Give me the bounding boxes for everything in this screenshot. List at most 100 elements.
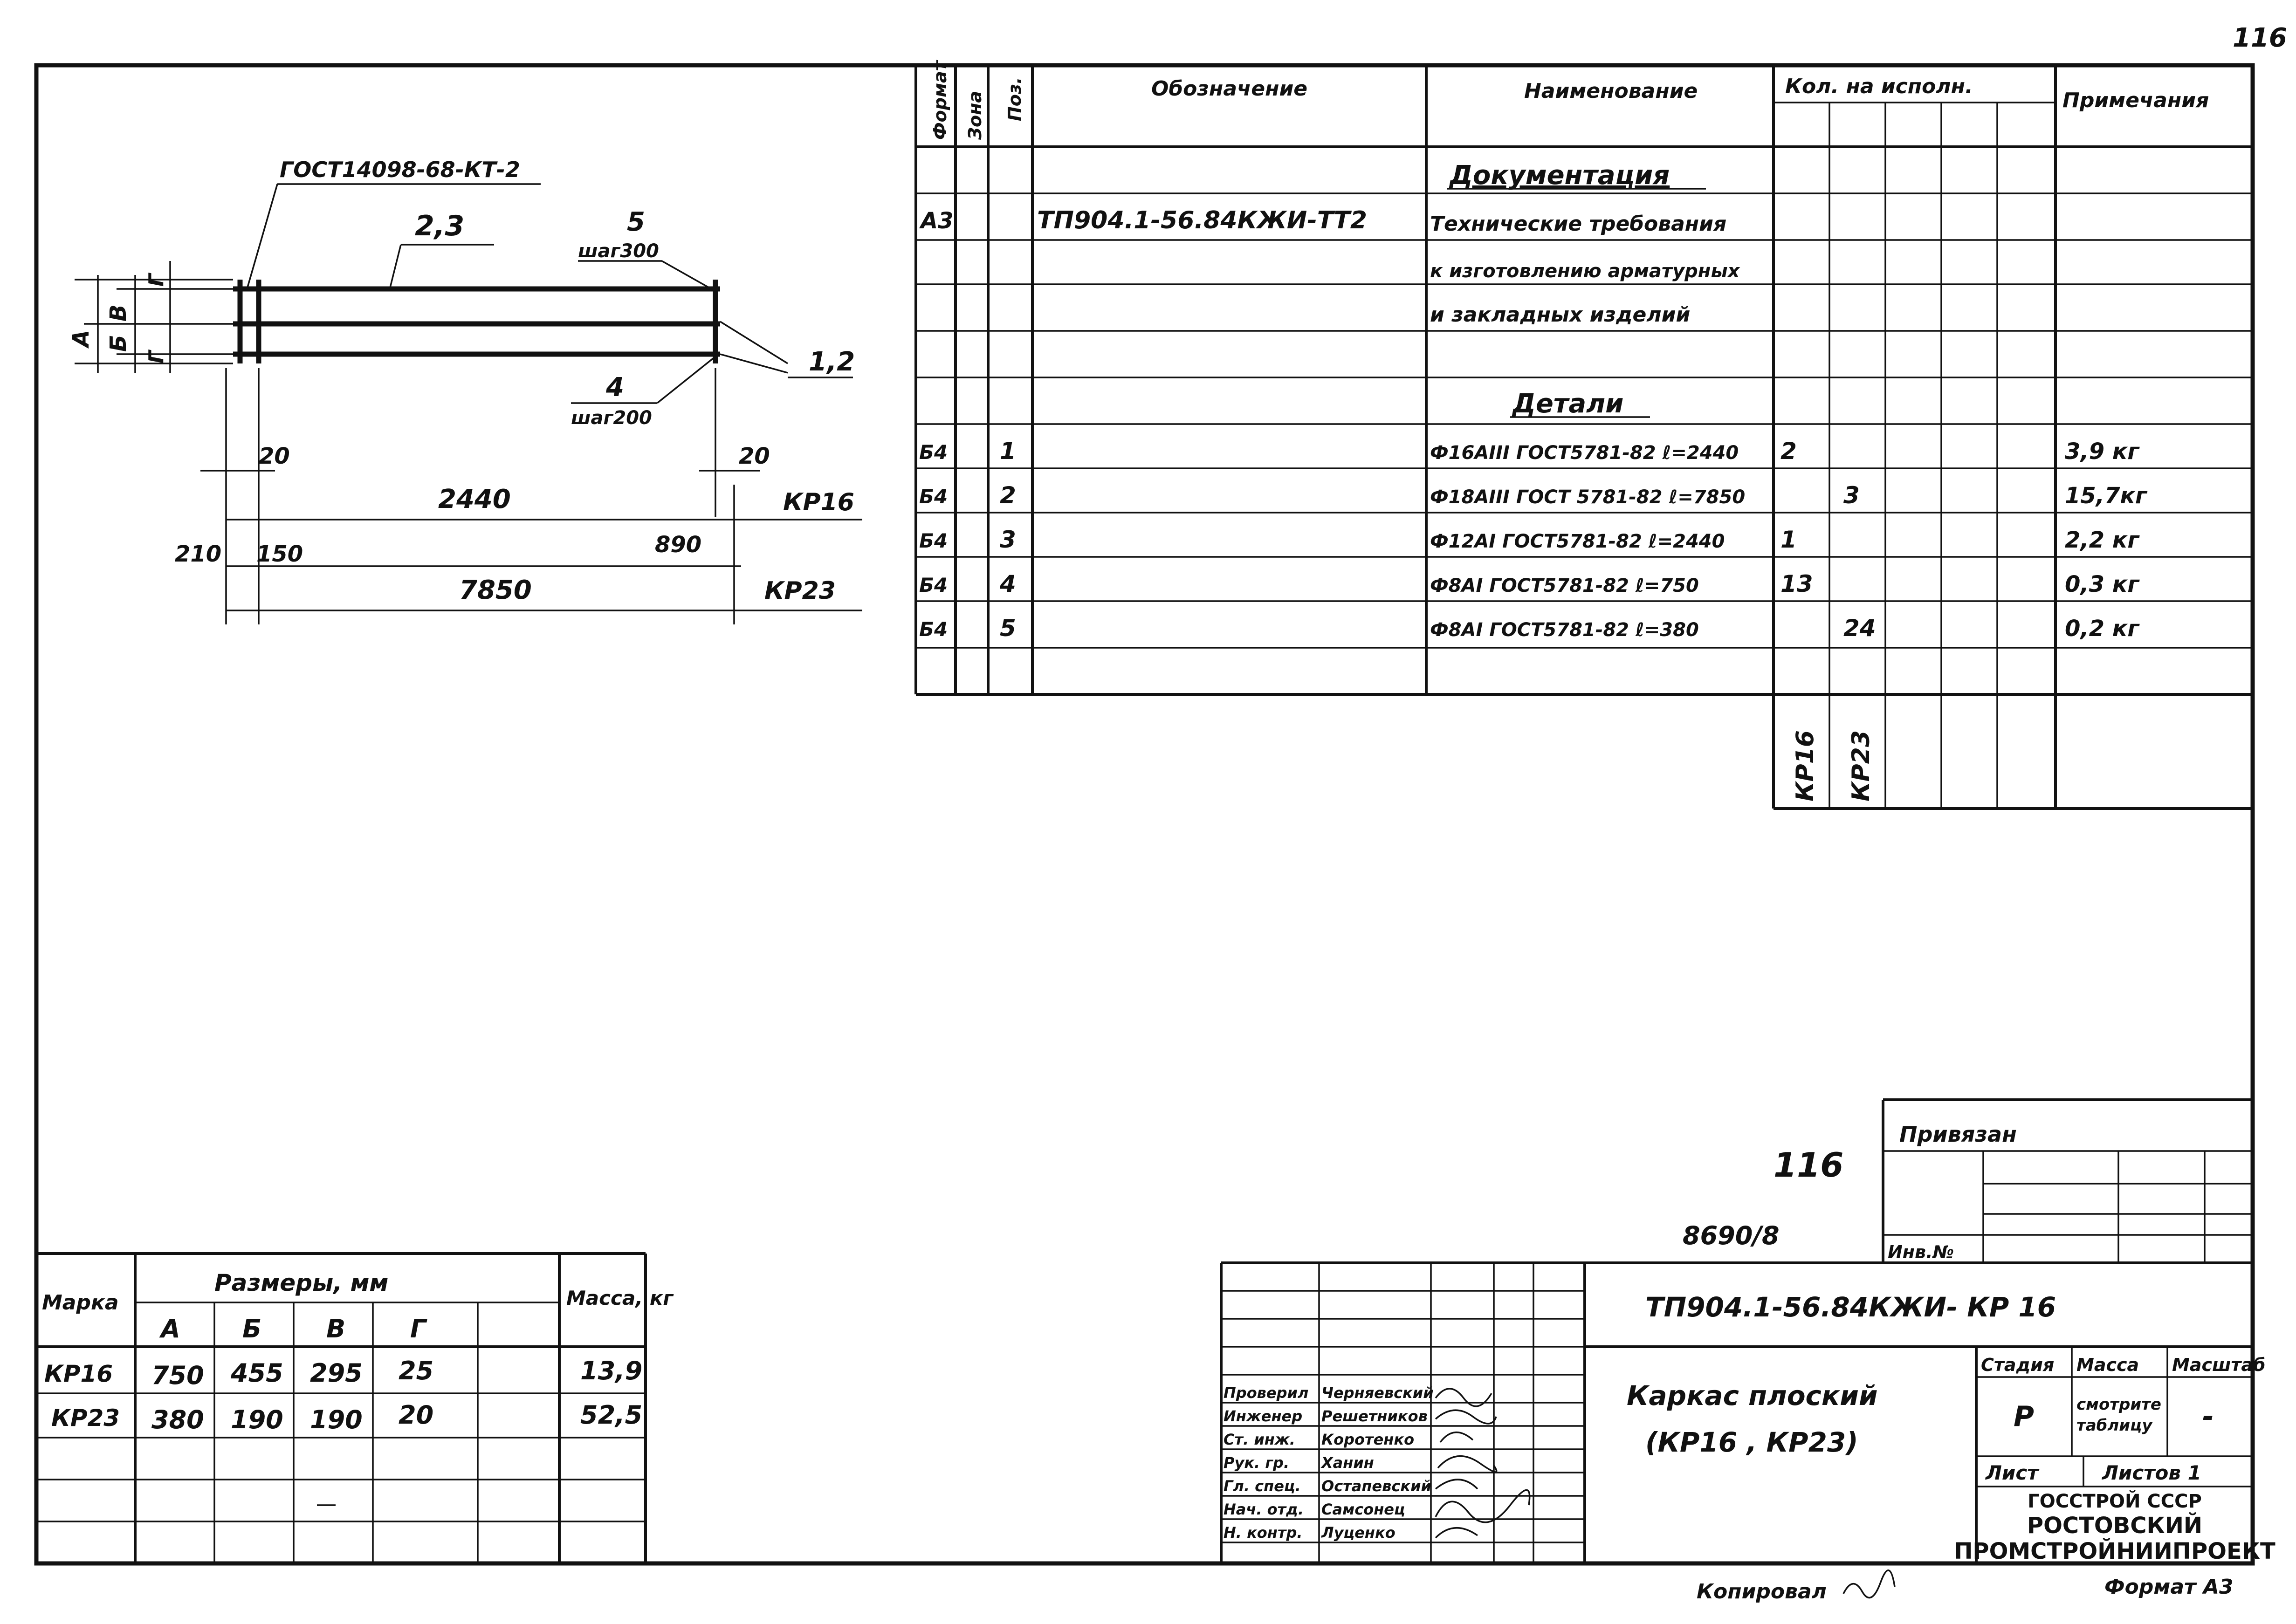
copied-signature [1842,1569,1896,1599]
mass-label: Масса [2076,1355,2139,1375]
row-name: Ф12АI ГОСТ5781-82 ℓ=2440 [1430,531,1725,552]
mass-value-line-1: смотрите [2076,1395,2161,1414]
row-pos: 5 [1000,615,1016,642]
title-line-1: Каркас плоский [1627,1380,1878,1412]
dims-sub-v: В [326,1314,345,1343]
person-name: Остапевский [1321,1477,1431,1495]
dims-v: 295 [310,1358,363,1388]
dim-2440: 2440 [438,484,511,514]
dim-letter-b: Б [105,335,131,352]
person-name: Самсонец [1321,1501,1405,1518]
org-line-1: ГОССТРОЙ СССР [2028,1490,2202,1512]
row-note: 2,2 кг [2065,527,2140,553]
page-number: 116 [2233,23,2287,53]
doc-row-format: А3 [919,208,954,234]
row-name: Ф18АIII ГОСТ 5781-82 ℓ=7850 [1430,487,1745,508]
doc-name-line-3: и закладных изделий [1430,303,1690,327]
spec-row-3: Б4 3 Ф12АI ГОСТ5781-82 ℓ=2440 1 2,2 кг [919,526,2140,553]
doc-name-line-2: к изготовлению арматурных [1430,260,1740,282]
dims-col-mark: Марка [42,1291,119,1315]
person-role: Инженер [1224,1407,1302,1425]
dims-a: 750 [151,1361,204,1390]
dims-sub-a: А [159,1314,180,1343]
row-qty-kr23: 3 [1843,482,1860,509]
person-name: Решетников [1321,1407,1428,1425]
row-pos: 3 [1000,526,1016,553]
dims-col-sizes: Размеры, мм [214,1269,388,1296]
dims-sub-g: Г [410,1314,427,1343]
spec-row-4: Б4 4 Ф8АI ГОСТ5781-82 ℓ=750 13 0,3 кг [919,570,2140,597]
header-name: Наименование [1524,79,1698,103]
mass-value-line-2: таблицу [2076,1416,2153,1435]
dimensions-table: Марка Размеры, мм Масса, кг А Б В Г КР16… [36,1252,674,1563]
doc-name-line-1: Технические требования [1430,212,1726,236]
inv-number: 8690/8 [1683,1221,1780,1250]
row-qty-kr16: 1 [1780,526,1797,553]
format-label: Формат А3 [2104,1575,2234,1599]
person-role: Ст. инж. [1224,1431,1295,1448]
sheet-label: Лист [1985,1461,2040,1484]
dims-sub-b: Б [242,1314,261,1343]
dims-b: 190 [231,1405,283,1434]
org-line-2: РОСТОВСКИЙ [2027,1512,2202,1539]
stage-value: Р [2014,1400,2034,1433]
dim-210: 210 [175,541,221,567]
header-pos: Поз. [1004,77,1025,121]
inv-label: Инв.№ [1888,1242,1954,1262]
dim-890: 890 [655,532,701,558]
dims-mass: 52,5 [580,1400,642,1430]
row-name: Ф16АIII ГОСТ5781-82 ℓ=2440 [1430,442,1739,464]
person-role: Гл. спец. [1224,1477,1301,1495]
header-qty: Кол. на исполн. [1785,75,1973,98]
dim-20-right: 20 [739,443,770,469]
person-name: Ханин [1320,1454,1374,1472]
header-note: Примечания [2062,89,2209,112]
dim-150: 150 [256,541,303,567]
dim-kr23: КР23 [764,577,836,605]
title-block: Привязан Инв.№ 116 8690/8 Пр [1220,1098,2275,1564]
scale-label: Масштаб [2172,1355,2266,1375]
privyazan-label: Привязан [1899,1122,2017,1147]
person-name: Коротенко [1321,1431,1414,1448]
spec-row-1: Б4 1 Ф16АIII ГОСТ5781-82 ℓ=2440 2 3,9 кг [919,438,2140,465]
dim-letter-v: В [105,304,131,322]
person-role: Нач. отд. [1224,1501,1304,1518]
header-zone: Зона [965,91,985,140]
row-pos: 4 [999,570,1016,597]
pos4-step: шаг200 [571,407,652,429]
scale-value: - [2202,1400,2214,1433]
row-qty-kr16: 13 [1780,570,1813,597]
row-note: 3,9 кг [2065,439,2140,465]
row-format: Б4 [919,618,948,641]
dims-mark: КР16 [44,1360,113,1387]
person-name: Луценко [1321,1524,1395,1542]
dims-row-kr23: КР23 380 190 190 20 52,5 [51,1400,642,1434]
bars-label-right: 1,2 [809,347,855,377]
row-note: 15,7кг [2065,483,2148,509]
org-line-3: ПРОМСТРОЙНИИПРОЕКТ [1954,1538,2275,1564]
section-docs: Документация [1449,160,1670,191]
dims-mass: 13,9 [580,1356,642,1385]
bars-label-top: 2,3 [415,210,464,242]
person-role: Проверил [1224,1384,1308,1402]
row-pos: 1 [1000,438,1016,465]
row-qty-kr23: 24 [1843,615,1876,642]
dim-letter-g-top: Г [144,273,168,287]
header-designation: Обозначение [1151,77,1307,101]
dims-row-kr16: КР16 750 455 295 25 13,9 [44,1356,642,1390]
margin-number: 116 [1774,1145,1843,1185]
title-line-2: (КР16 , КР23) [1645,1426,1858,1458]
row-format: Б4 [919,574,948,596]
pos5-step: шаг300 [578,240,659,262]
dim-letter-a: А [68,330,94,349]
pos5-label: 5 [627,207,645,237]
people-list: Проверил Черняевский Инженер Решетников … [1224,1384,1434,1542]
spec-row-2: Б4 2 Ф18АIII ГОСТ 5781-82 ℓ=7850 3 15,7к… [919,482,2148,509]
person-name: Черняевский [1321,1384,1434,1402]
variant-label-kr23: КР23 [1847,730,1875,802]
dims-b: 455 [230,1358,283,1388]
row-name: Ф8АI ГОСТ5781-82 ℓ=750 [1430,575,1699,596]
row-format: Б4 [919,529,948,552]
dims-mark: КР23 [51,1405,120,1432]
